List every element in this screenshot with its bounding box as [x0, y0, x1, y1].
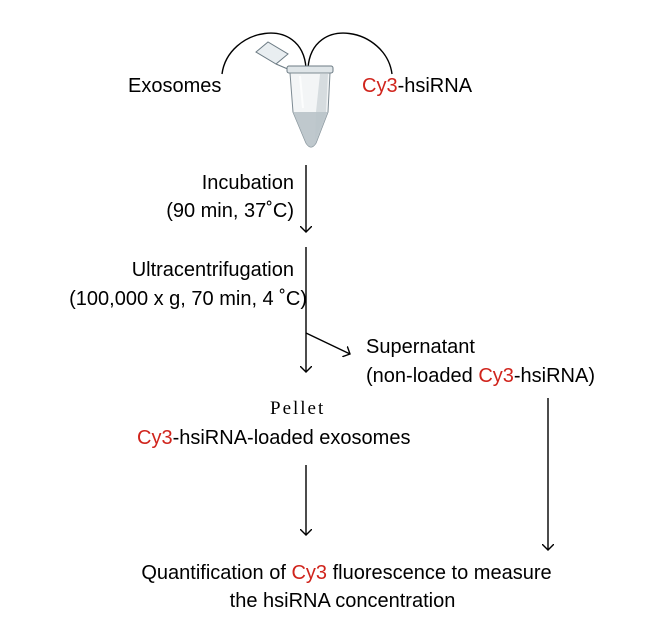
- pellet-cy3: Cy3: [137, 427, 173, 449]
- cy3-text: Cy3: [362, 75, 398, 97]
- quant-prefix: Quantification of: [141, 562, 292, 584]
- quant-cy3: Cy3: [291, 562, 328, 584]
- ultracentrifugation-label: Ultracentrifugation: [131, 259, 294, 281]
- supernatant-cy3: Cy3: [478, 365, 514, 387]
- microcentrifuge-tube-icon: [255, 41, 334, 148]
- supernatant-detail-suffix: -hsiRNA): [513, 365, 596, 387]
- supernatant-title: Supernatant: [366, 336, 475, 358]
- exosomes-label: Exosomes: [128, 75, 222, 97]
- pellet-detail: Cy3-hsiRNA-loaded exosomes: [137, 426, 410, 450]
- hsirna-text: -hsiRNA: [397, 75, 473, 97]
- cy3-curve: [307, 32, 393, 75]
- quant-suffix: fluorescence to measure: [327, 562, 552, 584]
- supernatant-detail-prefix: (non-loaded: [366, 365, 479, 387]
- supernatant-detail: (non-loaded Cy3-hsiRNA): [366, 364, 595, 388]
- pellet-detail-suffix: -hsiRNA-loaded exosomes: [172, 427, 411, 449]
- arrow-to-supernatant: [305, 332, 350, 354]
- cy3-hsirna-label: Cy3-hsiRNA: [362, 74, 472, 98]
- pellet-title: Pellet: [270, 398, 326, 419]
- incubation-label: Incubation: [201, 172, 294, 194]
- incubation-conditions: (90 min, 37˚C): [166, 200, 294, 222]
- exosomes-curve: [221, 32, 307, 75]
- quantification-line-2: the hsiRNA concentration: [229, 590, 456, 612]
- quantification-line-1: Quantification of Cy3 fluorescence to me…: [0, 561, 653, 585]
- ultracentrifugation-conditions: (100,000 x g, 70 min, 4 ˚C): [69, 288, 307, 310]
